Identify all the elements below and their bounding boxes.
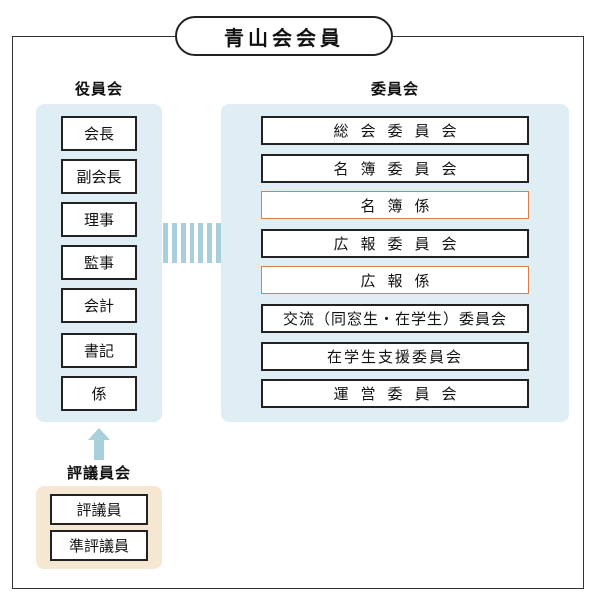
committee-box-exchange: 交流（同窓生・在学生）委員会: [261, 304, 529, 333]
committees-label: 委員会: [370, 80, 419, 98]
page-title: 青山会会員: [175, 16, 393, 56]
committee-box-publicity-staff: 広報係: [261, 266, 529, 294]
officer-box-treasurer: 会計: [61, 288, 137, 323]
up-arrow-icon: [88, 428, 110, 460]
officer-box-chairman: 会長: [61, 116, 137, 151]
officer-box-auditor: 監事: [61, 245, 137, 280]
councilor-box-associate-councilor: 準評議員: [50, 530, 148, 561]
officer-box-director: 理事: [61, 202, 137, 237]
committee-box-general-meeting: 総会委員会: [261, 116, 529, 145]
connector-stripes: [163, 223, 222, 263]
officer-box-staff: 係: [61, 376, 137, 411]
committee-box-roster: 名簿委員会: [261, 154, 529, 183]
committee-box-operations: 運営委員会: [261, 379, 529, 408]
officers-label: 役員会: [74, 80, 123, 98]
committee-box-student-support: 在学生支援委員会: [261, 342, 529, 371]
committee-box-roster-staff: 名簿係: [261, 191, 529, 219]
officer-box-vice-chairman: 副会長: [61, 159, 137, 194]
councilor-box-councilor: 評議員: [50, 494, 148, 525]
officer-box-secretary: 書記: [61, 333, 137, 368]
councilors-label: 評議員会: [66, 464, 131, 482]
committee-box-publicity: 広報委員会: [261, 229, 529, 258]
committees-panel: [221, 104, 569, 422]
